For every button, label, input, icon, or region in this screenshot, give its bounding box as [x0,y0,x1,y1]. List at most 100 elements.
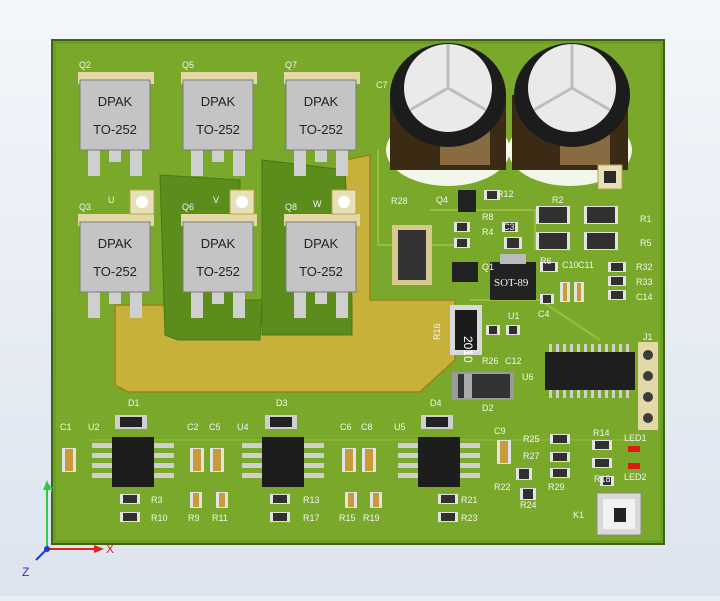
smd-component [600,476,614,486]
ref-label-q1: Q1 [482,262,494,272]
axis-label-z: Z [22,565,29,579]
smd-component [216,492,228,508]
ref-label-q2: Q2 [79,60,91,70]
gate-driver-0 [92,415,174,487]
resistor-r28 [392,225,432,285]
phase-pad-w[interactable]: W [313,189,357,215]
smd-component [438,494,458,504]
ref-label-c4: C4 [538,309,550,319]
ic-u6 [545,344,635,398]
mosfet-group: DPAKTO-252Q2DPAKTO-252Q5DPAKTO-252Q7DPAK… [78,60,360,318]
ref-label-r24: R24 [520,500,537,510]
ref-label-u5: U5 [394,422,406,432]
transistor-q4 [458,190,476,212]
smd-component [506,325,520,335]
header-j1[interactable] [638,342,658,430]
electrolytic-capacitor-right [508,43,632,186]
mosfet-package-label: TO-252 [299,122,343,137]
mosfet-package-label: TO-252 [196,122,240,137]
smd-component [536,206,570,224]
ref-label-q3: Q3 [79,202,91,212]
phase-pad-v[interactable]: V [213,189,255,215]
ref-label-j1: J1 [643,332,653,342]
ref-label-led2: LED2 [624,472,647,482]
axis-label-y: Y [48,483,56,495]
ref-label-r12: R12 [497,189,514,199]
ref-label-c2: C2 [187,422,199,432]
ref-label-c5: C5 [209,422,221,432]
mosfet-package-label: DPAK [201,94,236,109]
ref-label-c6: C6 [340,422,352,432]
smd-component [370,492,382,508]
ref-label-r17: R17 [303,513,320,523]
mosfet-package-label: TO-252 [299,264,343,279]
smd-component [584,206,618,224]
ref-label-r15: R15 [339,513,356,523]
resistor-2010: 2010 [450,305,482,363]
ref-label-r27: R27 [523,451,540,461]
axis-label-x: X [106,542,114,556]
ref-label-u4: U4 [237,422,249,432]
ref-label-q7: Q7 [285,60,297,70]
ref-label-r10: R10 [151,513,168,523]
ref-label-r2: R2 [552,195,564,205]
ref-label-c11: C11 [578,260,594,270]
mosfet-package-label: DPAK [201,236,236,251]
smd-component [550,452,570,462]
phase-pad-u[interactable]: U [108,189,155,215]
ref-label-r18: R18 [594,474,611,484]
smd-component [560,282,570,302]
ref-label-r13: R13 [303,495,320,505]
ref-label-c10: C10 [562,260,579,270]
ref-label-r26: R26 [482,356,499,366]
smd-component [270,512,290,522]
smd-component [504,237,522,249]
smd-component [120,494,140,504]
ref-label-q6: Q6 [182,202,194,212]
mosfet-q5: DPAK TO-252 Q5 [181,60,257,176]
smd-component [62,448,76,472]
led1 [628,446,640,452]
mosfet-package-label: DPAK [304,94,339,109]
ref-label-c14: C14 [636,292,653,302]
smd-component [454,238,470,248]
smd-component [342,448,356,472]
ref-label-q4: Q4 [436,195,448,205]
led2 [628,463,640,469]
push-button-k1[interactable] [596,492,642,536]
smd-component [574,282,584,302]
ref-label-d4: D4 [430,398,442,408]
ref-label-q5: Q5 [182,60,194,70]
mosfet-package-label: TO-252 [93,264,137,279]
smd-component [592,458,612,468]
ref-label-u1: U1 [508,311,520,321]
smd-component [520,488,536,500]
ref-label-r5: R5 [640,238,652,248]
square-pad [597,164,623,190]
ref-label-c9: C9 [494,426,506,436]
mosfet-q7: DPAK TO-252 Q7 [284,60,360,176]
mosfet-package-label: DPAK [304,236,339,251]
ref-label-r9: R9 [188,513,200,523]
smd-component [190,448,204,472]
smd-component [497,440,511,464]
ref-label-r32: R32 [636,262,653,272]
ref-label-c1: C1 [60,422,72,432]
ref-label-u2: U2 [88,422,100,432]
gate-driver-2 [398,415,480,487]
phase-label-w: W [313,199,322,209]
ref-label-r14: R14 [593,428,610,438]
ref-label-r21: R21 [461,495,478,505]
smd-component [540,294,554,304]
phase-label-v: V [213,195,219,205]
ref-label-r1: R1 [640,214,652,224]
smd-component [550,468,570,478]
ref-label-led1: LED1 [624,433,647,443]
ref-label-q8: Q8 [285,202,297,212]
ref-label-r23: R23 [461,513,478,523]
ref-label-r16: R16 [432,323,442,340]
